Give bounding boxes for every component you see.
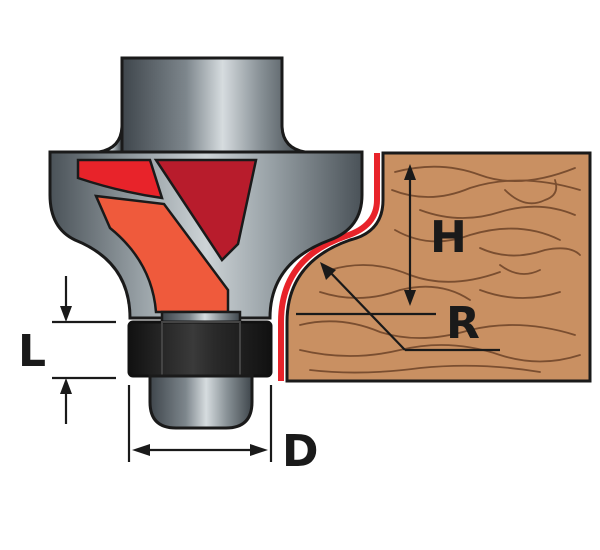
label-radius: R	[446, 298, 480, 349]
wood-workpiece-icon	[278, 151, 592, 383]
guide-bearing	[127, 320, 273, 378]
carbide-tip-center	[153, 158, 258, 262]
label-diameter: D	[282, 426, 319, 477]
wood-block	[285, 151, 592, 383]
dimension-h	[404, 164, 416, 306]
carbide-tip-upper	[76, 158, 164, 200]
carbide-tip-lower	[93, 194, 230, 314]
profile-edge-line	[278, 153, 380, 381]
bit-shank	[120, 56, 306, 154]
bit-pilot-tip	[148, 374, 254, 430]
wood-grain	[299, 165, 581, 374]
dimension-l	[52, 276, 116, 424]
label-height: H	[430, 212, 467, 263]
label-bearing-length: L	[18, 326, 46, 377]
dimension-d	[127, 385, 273, 462]
router-bit-icon	[48, 56, 364, 430]
dimension-r	[296, 262, 500, 352]
